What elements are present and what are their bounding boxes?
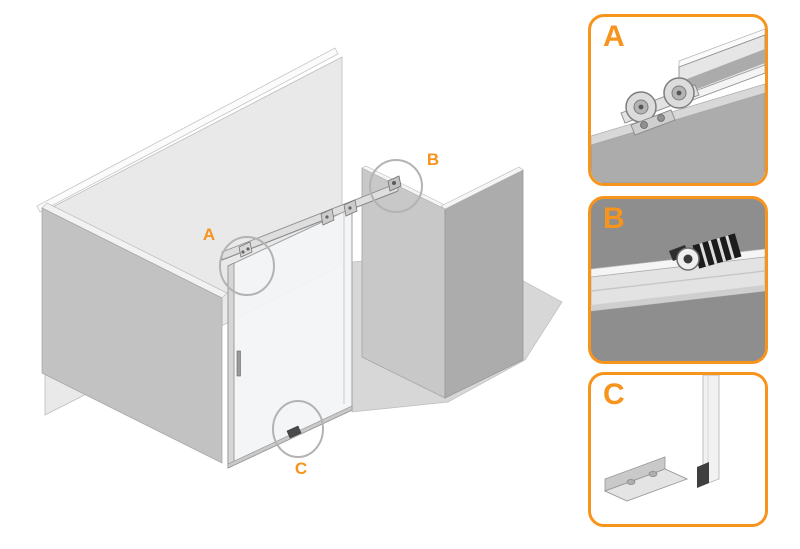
callout-circle-b: [369, 159, 423, 213]
panel-c-label: C: [603, 378, 625, 411]
detail-panel-c: C: [588, 372, 768, 527]
door-left-stile: [227, 262, 235, 469]
track-hangers: [238, 175, 402, 258]
hanger-a: [238, 241, 253, 258]
panel-a-label: A: [603, 20, 625, 53]
roller-carriage-illustration: [591, 28, 765, 183]
floor-guide-illustration: [603, 375, 720, 502]
wall-bracket-b: [387, 175, 402, 192]
adjustment-fitting: [669, 233, 742, 271]
detail-panel-a: A: [588, 14, 768, 186]
door-handle: [236, 350, 241, 377]
track-profile-illustration: [591, 233, 765, 312]
room-isometric-illustration: A B C: [36, 47, 563, 478]
right-corner-wall: [361, 165, 524, 399]
callout-circle-c: [272, 400, 324, 458]
panel-b-label: B: [603, 202, 625, 235]
hanger-mid-2: [343, 199, 358, 217]
callout-circle-a: [219, 236, 275, 296]
wheel-right: [663, 77, 695, 109]
callout-label-a: A: [203, 225, 215, 244]
ribbed-block: [692, 233, 742, 269]
floor-guide-hardware: [286, 425, 302, 439]
washer-ring: [676, 247, 700, 271]
callout-label-c: C: [295, 459, 307, 478]
callout-label-b: B: [427, 150, 439, 169]
guide-shoe: [697, 462, 709, 488]
detail-panel-b: B: [588, 196, 768, 364]
roller-carriage: [620, 77, 700, 136]
left-wall: [41, 202, 228, 464]
back-wall-top-edge: [36, 47, 339, 213]
glass-panel-edge: [697, 375, 720, 488]
hanger-mid-1: [320, 208, 335, 226]
floor-guide-bracket: [603, 456, 689, 502]
